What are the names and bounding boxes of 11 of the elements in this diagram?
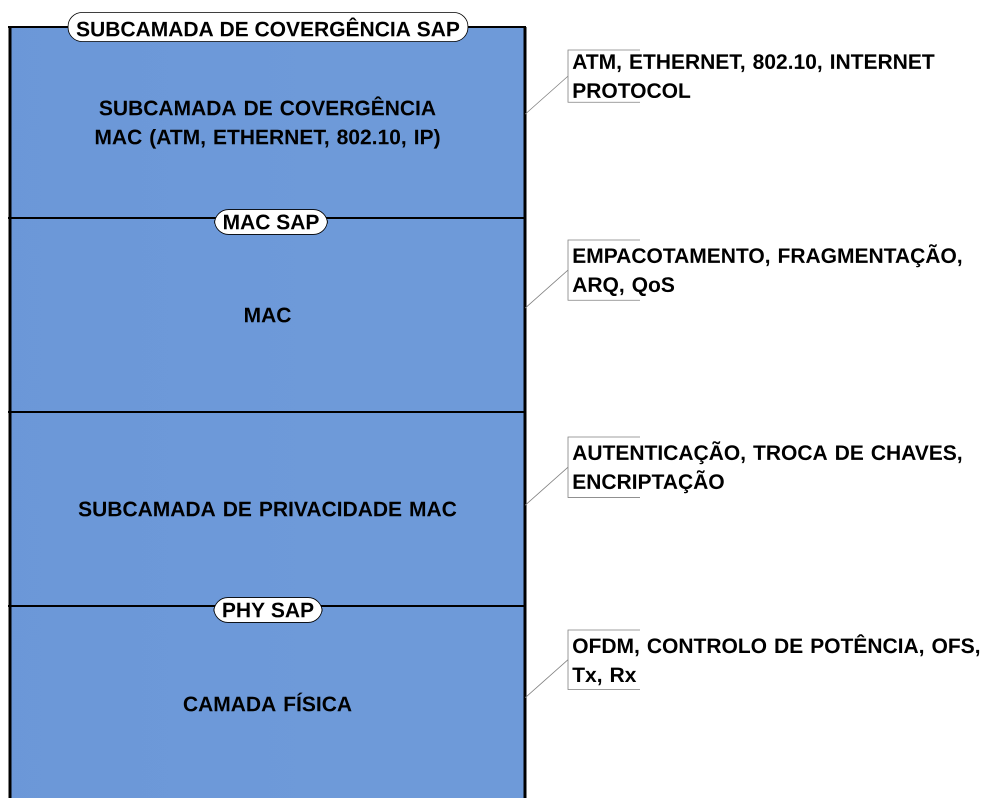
label-pill: MAC SAP <box>214 209 328 235</box>
label-pill: SUBCAMADA DE COVERGÊNCIA SAP <box>68 12 468 42</box>
label-pill: PHY SAP <box>214 597 322 623</box>
callout-text: AUTENTICAÇÃO, TROCA DE CHAVES, ENCRIPTAÇÃO <box>568 436 962 498</box>
callout-text: ATM, ETHERNET, 802.10, INTERNET PROTOCOL <box>568 50 934 103</box>
leader-line <box>524 76 568 115</box>
leader-line <box>524 466 568 506</box>
leader-line <box>524 270 568 308</box>
callout-text: OFDM, CONTROLO DE POTÊNCIA, OFS, Tx, Rx <box>568 630 980 690</box>
leader-line <box>524 659 568 698</box>
callout-text: EMPACOTAMENTO, FRAGMENTAÇÃO, ARQ, QoS <box>568 240 962 301</box>
